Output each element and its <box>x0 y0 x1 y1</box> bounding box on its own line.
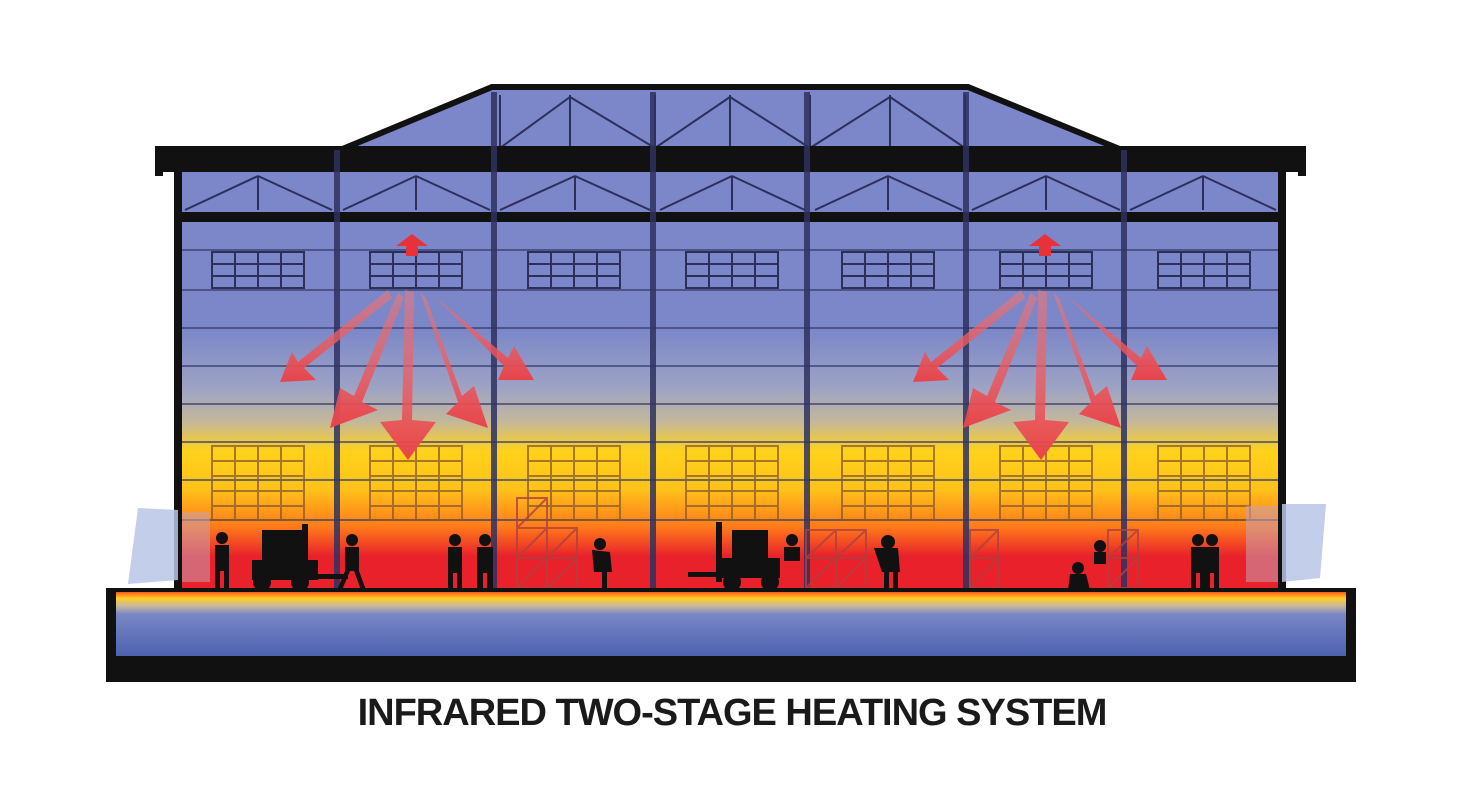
left-wall-edge <box>174 150 182 590</box>
left-heater-group <box>280 234 534 460</box>
lower-windows <box>211 445 1251 521</box>
right-wall-edge <box>1278 150 1286 590</box>
upper-beam <box>180 212 1280 222</box>
structural-columns <box>334 92 1127 590</box>
upper-truss-row <box>184 175 1277 211</box>
worker-silhouettes <box>215 532 1219 591</box>
left-heater-icon <box>396 234 428 256</box>
diagram-caption: INFRARED TWO-STAGE HEATING SYSTEM <box>357 692 1108 734</box>
right-heater-group <box>913 234 1167 460</box>
right-door <box>1282 504 1326 582</box>
left-door <box>128 508 178 584</box>
forklift-right <box>688 522 780 591</box>
eave-beam <box>160 146 1300 172</box>
upper-windows <box>211 251 1251 289</box>
floor-slab <box>116 592 1346 656</box>
right-heater-icon <box>1029 234 1061 256</box>
left-heater-arrows <box>280 290 534 460</box>
forklift-left <box>252 524 348 591</box>
right-heater-arrows <box>913 290 1167 460</box>
building-wall <box>180 170 1280 590</box>
